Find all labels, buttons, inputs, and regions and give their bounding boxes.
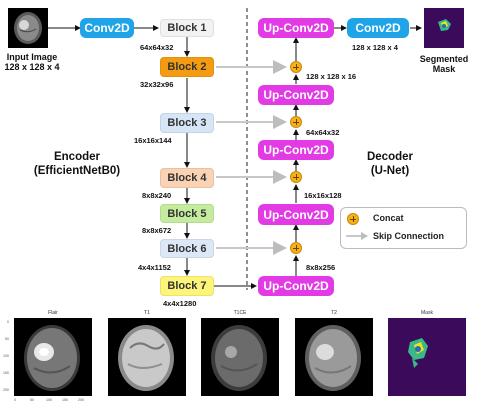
input-image-label: Input Image 128 x 128 x 4 <box>4 52 60 72</box>
decoder-upconv-3: Up-Conv2D <box>258 140 334 160</box>
concat-node-4 <box>290 242 302 254</box>
encoder-block-3: Block 3 <box>160 113 214 133</box>
panel-mask-title: Mask <box>421 310 433 316</box>
panel-t1-title: T1 <box>144 310 150 316</box>
block-1-shape: 64x64x32 <box>140 43 174 52</box>
decoder-upconv-2: Up-Conv2D <box>258 85 334 105</box>
legend-concat-icon <box>347 213 359 225</box>
panel-x-tick-50: 50 <box>30 398 34 402</box>
segmented-mask-thumbnail <box>424 8 464 48</box>
panel-t1ce: T1CE <box>201 310 279 396</box>
encoder-block-5: Block 5 <box>160 204 214 223</box>
decoder-shape-16: 16x16x128 <box>304 191 342 200</box>
panel-y-tick-150: 150 <box>3 371 9 375</box>
segmented-mask-label: Segmented Mask <box>419 54 469 74</box>
decoder-shape-64: 64x64x32 <box>306 128 340 137</box>
input-image-thumbnail <box>8 8 48 48</box>
block-5-shape: 8x8x672 <box>142 226 172 235</box>
diagram-connectors <box>48 8 422 290</box>
panel-y-tick-50: 50 <box>5 337 9 341</box>
concat-node-1 <box>290 61 302 73</box>
panel-t1: T1 <box>108 310 186 396</box>
encoder-block-1: Block 1 <box>160 19 214 37</box>
encoder-block-4: Block 4 <box>160 168 214 188</box>
encoder-block-6: Block 6 <box>160 239 214 258</box>
legend-skip-icon <box>346 232 368 240</box>
decoder-upconv-4: Up-Conv2D <box>258 204 334 225</box>
encoder-block-7: Block 7 <box>160 276 214 296</box>
block-2-shape: 32x32x96 <box>140 80 174 89</box>
panel-x-tick-200: 200 <box>78 398 84 402</box>
block-6-shape: 4x4x1152 <box>138 263 171 272</box>
legend-skip-label: Skip Connection <box>373 231 445 241</box>
block-4-shape: 8x8x240 <box>142 191 172 200</box>
encoder-title: Encoder (EfficientNetB0) <box>33 151 121 177</box>
panel-y-tick-100: 100 <box>3 354 9 358</box>
panel-y-tick-0: 0 <box>7 320 9 324</box>
panel-t1ce-title: T1CE <box>233 310 247 316</box>
decoder-upconv-1: Up-Conv2D <box>258 18 334 38</box>
decoder-upconv-5: Up-Conv2D <box>258 276 334 296</box>
final-conv-shape: 128 x 128 x 4 <box>352 43 398 52</box>
decoder-title: Decoder (U-Net) <box>366 151 414 177</box>
concat-node-3 <box>290 171 302 183</box>
legend-concat-label: Concat <box>373 213 404 223</box>
decoder-final-conv2d: Conv2D <box>347 18 409 38</box>
decoder-shape-128: 128 x 128 x 16 <box>306 72 357 81</box>
concat-node-2 <box>290 116 302 128</box>
panel-x-tick-100: 100 <box>46 398 52 402</box>
panel-flair: Flair <box>14 310 92 396</box>
decoder-shape-8: 8x8x256 <box>306 263 336 272</box>
panel-x-tick-0: 0 <box>14 398 16 402</box>
panel-t2: T2 <box>295 310 373 396</box>
block-7-shape: 4x4x1280 <box>163 299 197 308</box>
encoder-block-2: Block 2 <box>160 57 214 77</box>
block-3-shape: 16x16x144 <box>134 136 172 145</box>
panel-mask: Mask <box>388 310 466 396</box>
panel-y-tick-200: 200 <box>3 388 9 392</box>
panel-flair-title: Flair <box>48 310 58 316</box>
panel-x-tick-150: 150 <box>62 398 68 402</box>
panel-t2-title: T2 <box>331 310 337 316</box>
encoder-conv2d: Conv2D <box>80 18 134 38</box>
legend: Concat Skip Connection <box>340 207 467 249</box>
